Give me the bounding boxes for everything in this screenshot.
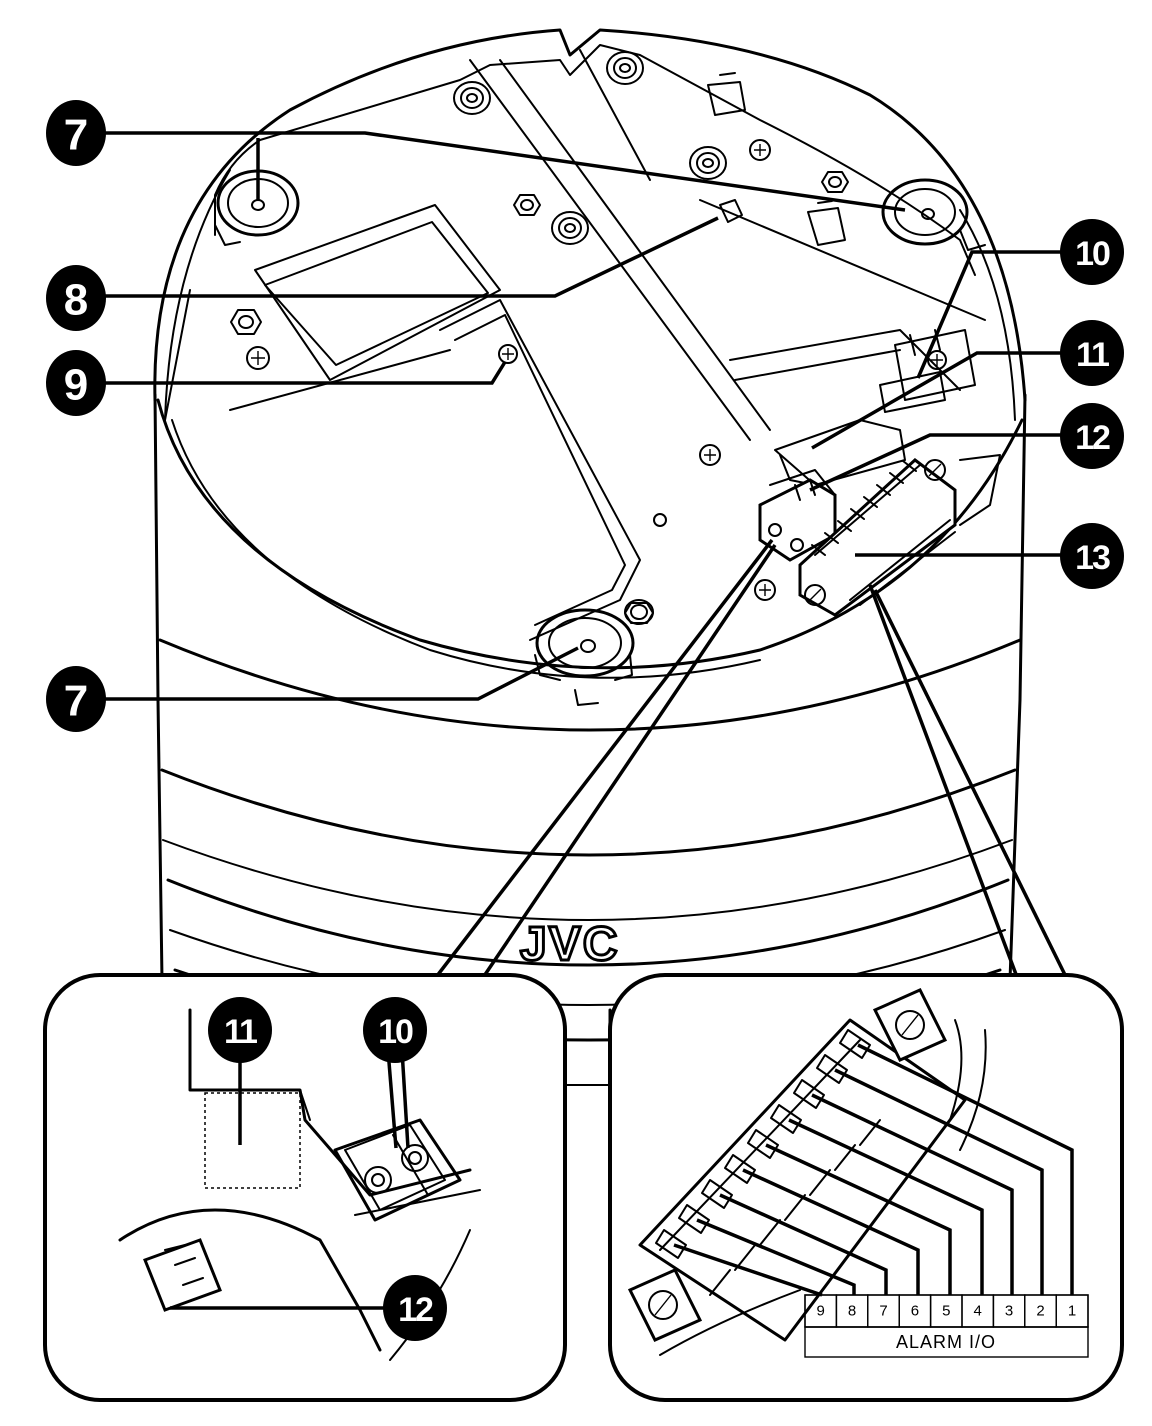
callout-13: 13	[1060, 523, 1124, 589]
pin-labels: 9 8 7 6 5 4 3 2 1	[817, 1303, 1077, 1320]
svg-text:8: 8	[64, 276, 88, 325]
callout-12: 12	[1060, 403, 1124, 469]
pin-label: 9	[817, 1303, 825, 1320]
svg-text:12: 12	[1075, 419, 1110, 457]
pin-label: 3	[1005, 1303, 1013, 1320]
svg-text:11: 11	[224, 1013, 257, 1051]
callout-7-top: 7	[46, 100, 106, 166]
zoom-lines	[428, 538, 1072, 987]
svg-text:13: 13	[1075, 539, 1110, 577]
pin-cells	[804, 1294, 1089, 1328]
pin-label: 5	[942, 1303, 950, 1320]
zoom-panel-right: 9 8 7 6 5 4 3 2 1 ALARM I/O	[608, 973, 1124, 1402]
mount-hole-right	[881, 178, 986, 251]
pin-label: 1	[1068, 1303, 1076, 1320]
svg-text:10: 10	[1075, 235, 1110, 273]
zoom-callout-12: 12	[383, 1275, 447, 1341]
zoom-callout-10: 10	[363, 997, 427, 1063]
pin-label: 7	[879, 1303, 887, 1320]
callout-7-bottom: 7	[46, 666, 106, 732]
brand-logo: JVC	[520, 918, 619, 971]
screws	[230, 51, 947, 625]
pin-label: 4	[974, 1303, 982, 1320]
callouts: 7 8 9 7 10 11 12 13	[46, 100, 1124, 732]
callout-9: 9	[46, 350, 106, 416]
leader-lines	[104, 131, 1062, 701]
zoom-panel-left: 11 10 12	[43, 973, 567, 1402]
zoom-callout-11: 11	[208, 997, 272, 1063]
svg-text:11: 11	[1076, 336, 1109, 374]
pin-label: 6	[911, 1303, 919, 1320]
pin-label: 8	[848, 1303, 856, 1320]
callout-8: 8	[46, 265, 106, 331]
mount-holes	[214, 169, 986, 706]
svg-text:12: 12	[398, 1291, 433, 1329]
terminal-slots	[655, 1029, 871, 1259]
body-connectors	[758, 329, 1001, 617]
svg-text:7: 7	[64, 111, 88, 160]
svg-text:9: 9	[64, 361, 88, 410]
mount-hole-bottom	[534, 608, 635, 706]
svg-text:7: 7	[64, 677, 88, 726]
svg-text:10: 10	[378, 1013, 413, 1051]
callout-10: 10	[1060, 219, 1124, 285]
camera-body	[153, 393, 1027, 1262]
alarm-io-label: ALARM I/O	[896, 1332, 996, 1352]
pin-label: 2	[1036, 1303, 1044, 1320]
top-plate	[153, 28, 1027, 679]
callout-11: 11	[1060, 320, 1124, 386]
